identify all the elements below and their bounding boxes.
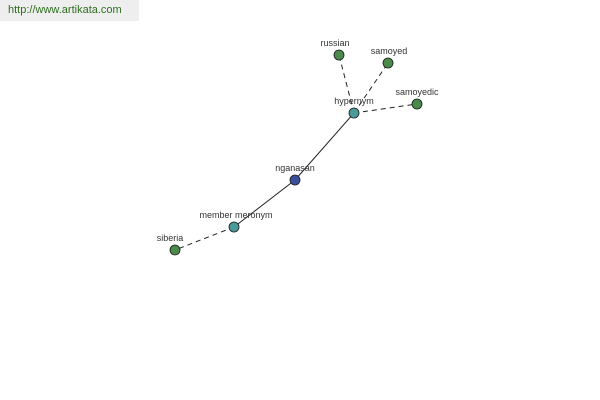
- node-russian[interactable]: [333, 49, 345, 61]
- labels-layer: nganasan hypernym member meronym russian sam…: [157, 38, 439, 243]
- node-nganasan[interactable]: [289, 174, 301, 186]
- node-label-siberia[interactable]: siberia: [157, 233, 184, 243]
- edges-layer: [174, 54, 418, 251]
- node-label-member-meronym[interactable]: member meronym: [199, 210, 272, 220]
- node-label-hypernym[interactable]: hypernym: [334, 96, 374, 106]
- node-samoyed[interactable]: [382, 57, 394, 69]
- node-siberia[interactable]: [169, 244, 181, 256]
- edge-nganasan-member-meronym: [233, 179, 296, 228]
- node-hypernym[interactable]: [348, 107, 360, 119]
- edge-hypernym-russian: [338, 54, 355, 114]
- node-samoyedic[interactable]: [411, 98, 423, 110]
- edge-hypernym-samoyed: [353, 62, 389, 114]
- url-banner[interactable]: http://www.artikata.com: [0, 0, 139, 21]
- node-label-russian[interactable]: russian: [320, 38, 349, 48]
- edge-hypernym-samoyedic: [353, 103, 418, 114]
- edge-nganasan-hypernym: [294, 112, 355, 181]
- node-member-meronym[interactable]: [228, 221, 240, 233]
- site-url[interactable]: http://www.artikata.com: [8, 4, 122, 16]
- node-label-nganasan[interactable]: nganasan: [275, 163, 315, 173]
- node-label-samoyedic[interactable]: samoyedic: [395, 87, 439, 97]
- edge-member-meronym-siberia: [174, 226, 235, 251]
- node-label-samoyed[interactable]: samoyed: [371, 46, 408, 56]
- nodes-layer: [169, 49, 423, 256]
